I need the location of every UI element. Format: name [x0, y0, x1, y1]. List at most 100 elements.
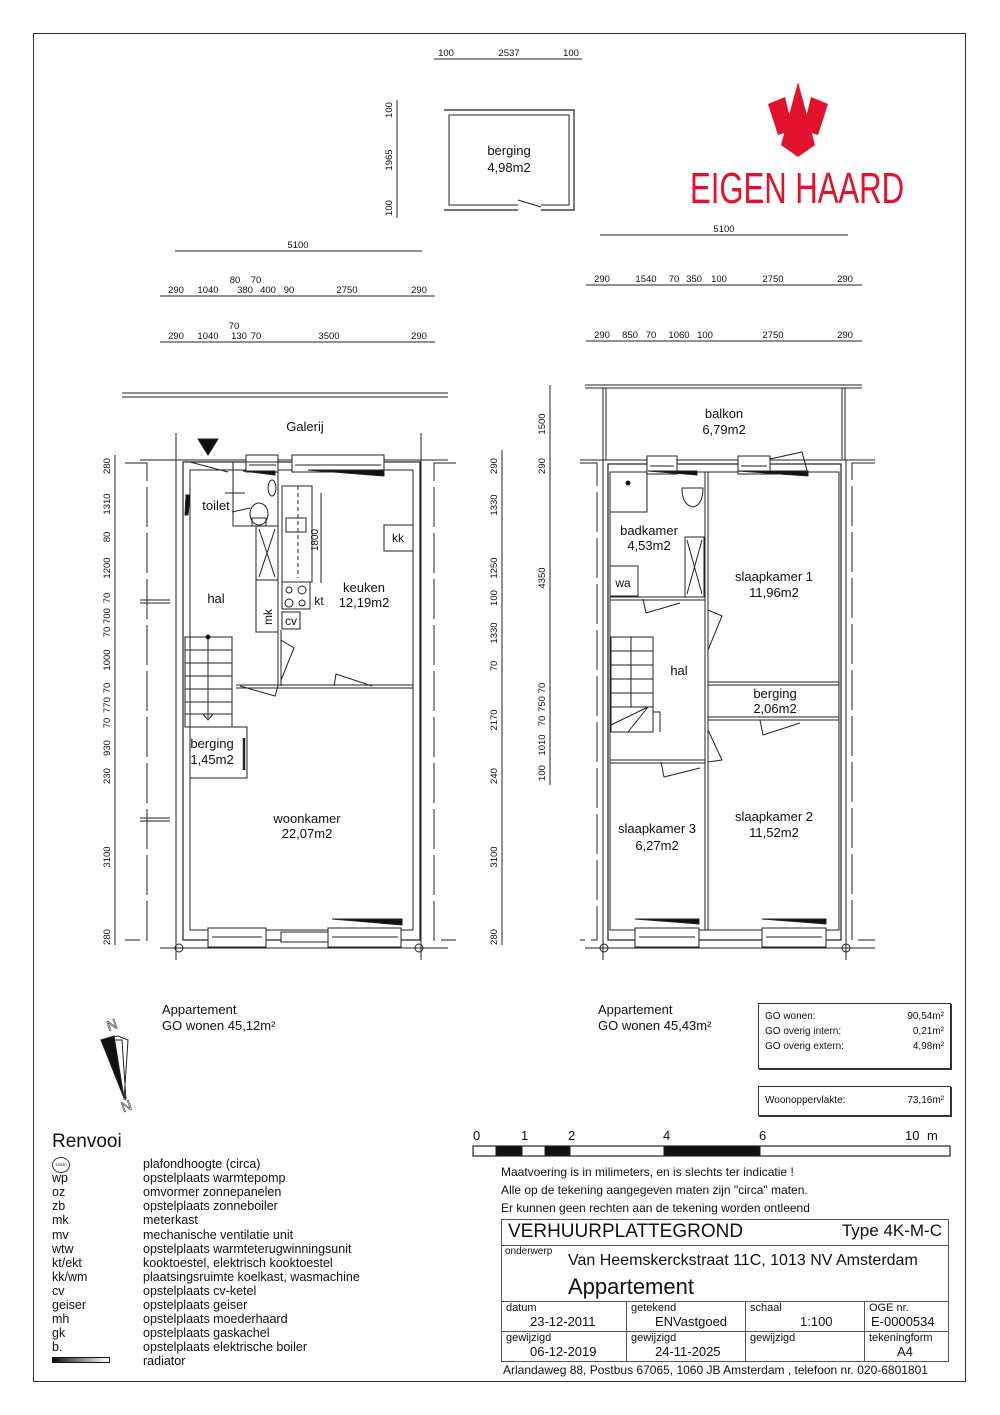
dimension-label: 70 [251, 331, 262, 342]
logo-wing-left-icon [768, 97, 793, 135]
dimension-label: 750 [537, 696, 548, 712]
gewijzigd-value: 06-12-2019 [530, 1344, 597, 1359]
room-toilet: toilet [202, 498, 230, 513]
scale-tick: 2 [568, 1128, 576, 1143]
legend-description: opstelplaats cv-ketel [143, 1283, 257, 1298]
dimension-label: 1500 [537, 413, 548, 434]
dimension-label: 70 [669, 274, 680, 285]
scale-tick: 0 [473, 1128, 481, 1143]
room-woonkamer: woonkamer [272, 811, 341, 826]
subject: Appartement [568, 1274, 694, 1299]
dimension-label: 280 [102, 458, 113, 474]
room-keuken-area: 12,19m2 [339, 595, 390, 610]
room-hal: hal [207, 591, 224, 606]
drawing-frame [33, 33, 966, 1382]
legend-description: meterkast [143, 1213, 198, 1228]
ground-floor-go-wonen: GO wonen 45,12m² [162, 1018, 276, 1033]
dimension-label: 290 [837, 330, 853, 341]
dimension-label: 90 [284, 285, 295, 296]
dimension-label: 280 [102, 929, 113, 945]
dimension-label: 3100 [102, 846, 113, 867]
dimension-label: 70 [229, 321, 240, 332]
tekeningform-label: tekeningform [869, 1332, 933, 1344]
north-arrow-icon: N N [100, 1015, 134, 1115]
area-value: 90,54m² [907, 1011, 944, 1022]
type-label: Type 4K-M-C [841, 1221, 942, 1240]
legend-code: mv [52, 1227, 69, 1242]
tekeningform-value: A4 [897, 1344, 913, 1359]
legend-code: mk [52, 1213, 69, 1228]
dimension-label: 100 [384, 102, 395, 118]
label-kt: kt [314, 594, 324, 608]
label-cv: cv [285, 614, 297, 628]
legend-title: Renvooi [52, 1131, 122, 1152]
staircase [184, 634, 233, 728]
dimension-label: 2750 [762, 274, 783, 285]
scale-tick: 10 [905, 1128, 920, 1143]
legend-description: opstelplaats elektrische boiler [143, 1340, 307, 1355]
legend-code: zb [52, 1199, 66, 1214]
dimension-label: 5100 [713, 224, 734, 235]
legend-description: omvormer zonnepanelen [143, 1185, 282, 1200]
dimension-label: 1040 [197, 285, 218, 296]
legend-code: b. [52, 1340, 63, 1355]
room-balkon: balkon [705, 406, 743, 421]
dimension-label: 290 [168, 331, 184, 342]
logo-flame-icon [781, 82, 815, 157]
legend-description: opstelplaats moederhaard [143, 1312, 288, 1327]
dimension-label: 230 [102, 768, 113, 784]
area-summary-box: GO wonen:90,54m² GO overig intern:0,21m²… [758, 1003, 951, 1069]
disclaimer-line: Alle op de tekening aangegeven maten zij… [501, 1183, 808, 1197]
legend-description: opstelplaats warmteterugwinningsunit [143, 1241, 352, 1256]
area-label: GO overig extern: [765, 1041, 844, 1052]
gewijzigd-label: gewijzigd [750, 1332, 796, 1344]
area-row: GO wonen: 90,54m² [765, 1011, 944, 1022]
room-badkamer-area: 4,53m2 [627, 538, 670, 553]
legend-description: opstelplaats warmtepomp [143, 1171, 286, 1186]
datum-value: 23-12-2011 [530, 1314, 596, 1329]
dimension-label: 1200 [102, 557, 113, 578]
dimension-label: 3100 [489, 846, 500, 867]
scale-bar [472, 1145, 951, 1157]
dimension-label: 700 [102, 608, 113, 624]
title: VERHUURPLATTEGROND [508, 1221, 744, 1242]
dimension-label: 3500 [318, 331, 339, 342]
ground-floor-plan: Galerij toilet mk [122, 392, 456, 960]
oge-label: OGE nr. [869, 1302, 909, 1314]
dimension-label: 100 [537, 765, 548, 781]
north-letter: N [119, 1097, 134, 1115]
dimension-label: 240 [489, 768, 500, 784]
area-value: 0,21m² [912, 1026, 944, 1037]
dimension-label: 290 [594, 330, 610, 341]
room-slaapkamer2: slaapkamer 2 [735, 809, 813, 824]
oge-value: E-0000534 [871, 1314, 935, 1329]
gewijzigd-label: gewijzigd [506, 1332, 552, 1344]
logo-text: EIGEN HAARD [690, 164, 904, 213]
dimension-label: 290 [411, 331, 427, 342]
dimension-label: 70 [102, 627, 113, 638]
footer-address: Arlandaweg 88, Postbus 67065, 1060 JB Am… [503, 1363, 928, 1377]
dimension-label: 1540 [635, 274, 656, 285]
dimension-label: 850 [622, 330, 638, 341]
room-woonkamer-area: 22,07m2 [282, 826, 333, 841]
dimension-label: 70 [102, 718, 113, 729]
area-label: GO wonen: [765, 1011, 816, 1022]
area-value: 4,98m² [912, 1041, 944, 1052]
legend-code: wp [52, 1171, 68, 1186]
getekend-label: getekend [631, 1302, 677, 1314]
entrance-arrow-icon [197, 438, 219, 456]
label-wa: wa [614, 576, 631, 590]
address: Van Heemskerckstraat 11C, 1013 NV Amster… [568, 1252, 918, 1269]
radiator-symbol-icon [52, 1357, 110, 1364]
legend-description: mechanische ventilatie unit [143, 1227, 294, 1242]
ceiling-height-symbol-icon: ±2540 [52, 1157, 70, 1173]
dimension-label: 80 [230, 275, 241, 286]
storage-building: berging 4,98m2 [444, 109, 575, 211]
schaal-label: schaal [750, 1302, 782, 1314]
label-mk: mk [261, 608, 275, 625]
storage-area: 4,98m2 [487, 160, 530, 175]
legend-description: plaatsingsruimte koelkast, wasmachine [143, 1269, 360, 1284]
counter-dimension: 1800 [310, 528, 321, 551]
dimension-label: 5100 [287, 240, 308, 251]
room-balkon-area: 6,79m2 [702, 422, 745, 437]
